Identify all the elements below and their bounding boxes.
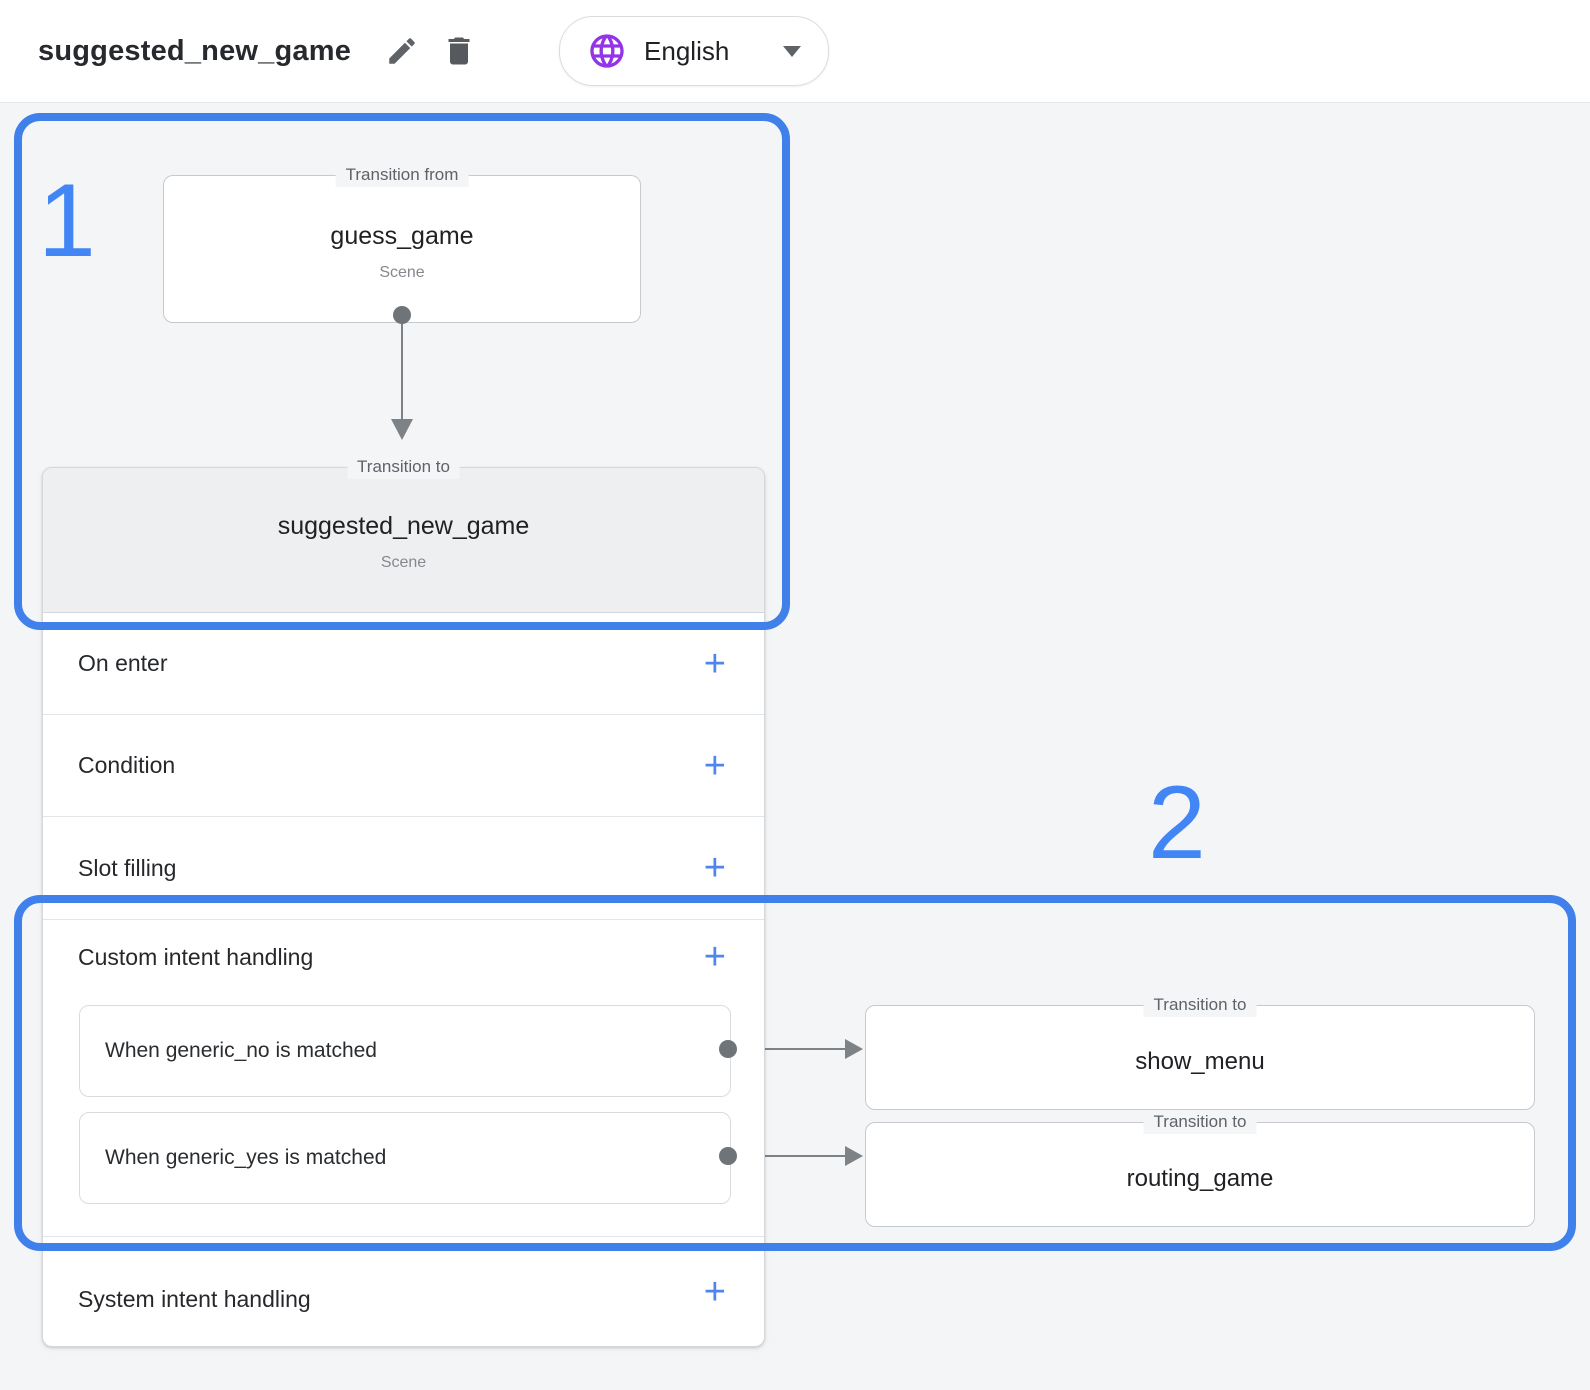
connector-dot <box>719 1147 737 1165</box>
section-label: Custom intent handling <box>78 943 314 970</box>
connector-dot <box>719 1040 737 1058</box>
transition-arrow-line <box>737 1048 845 1050</box>
current-scene-name: suggested_new_game <box>277 512 530 540</box>
pencil-icon <box>389 38 415 64</box>
delete-button[interactable] <box>441 33 477 69</box>
target-scene-name: routing_game <box>1126 1164 1274 1192</box>
current-scene-type: Scene <box>380 554 427 571</box>
target-legend: Transition to <box>1143 993 1257 1017</box>
section-label: Condition <box>78 752 176 778</box>
section-label: Slot filling <box>78 854 177 881</box>
plus-icon: + <box>703 642 726 685</box>
add-slot-filling-button[interactable]: + <box>704 849 726 887</box>
target-scene-name: show_menu <box>1135 1047 1265 1075</box>
annotation-number-2: 2 <box>1148 765 1206 881</box>
arrowhead-down-icon <box>391 419 413 440</box>
from-scene-name: guess_game <box>330 222 474 250</box>
add-system-intent-button[interactable]: + <box>704 1273 726 1311</box>
section-condition: Condition + <box>43 714 764 816</box>
language-label: English <box>644 35 730 66</box>
transition-target-show-menu[interactable]: Transition to show_menu <box>865 993 1535 1110</box>
section-label: On enter <box>78 650 168 676</box>
intent-card-generic-no[interactable]: When generic_no is matched <box>79 1005 731 1097</box>
section-on-enter: On enter + <box>43 613 764 714</box>
scene-card: Transition to suggested_new_game Scene O… <box>42 455 765 1347</box>
plus-icon: + <box>703 744 726 787</box>
page-title: suggested_new_game <box>38 34 352 67</box>
arrowhead-right-icon <box>845 1146 863 1166</box>
plus-icon: + <box>703 936 726 978</box>
connector-dot <box>393 306 411 324</box>
transition-target-routing-game[interactable]: Transition to routing_game <box>865 1110 1535 1227</box>
add-condition-button[interactable]: + <box>704 747 726 785</box>
arrowhead-right-icon <box>845 1039 863 1059</box>
intent-condition: When generic_yes is matched <box>105 1146 387 1169</box>
section-label: System intent handling <box>78 1285 311 1312</box>
section-custom-intent-handling: Custom intent handling + When generic_no… <box>43 919 764 1236</box>
plus-icon: + <box>703 847 726 889</box>
annotation-number-1: 1 <box>38 163 96 279</box>
transition-to-node[interactable]: Transition to suggested_new_game Scene <box>43 455 764 613</box>
add-on-enter-button[interactable]: + <box>704 645 726 683</box>
trash-icon <box>448 37 470 65</box>
language-selector[interactable]: English <box>559 16 830 86</box>
scene-editor-canvas: 1 Transition from guess_game Scene Trans… <box>0 103 1590 1390</box>
transition-from-node[interactable]: Transition from guess_game Scene <box>163 163 641 323</box>
transition-arrow-line <box>737 1155 845 1157</box>
intent-condition: When generic_no is matched <box>105 1039 377 1062</box>
transition-from-legend: Transition from <box>335 163 469 187</box>
caret-down-icon <box>783 45 802 57</box>
intent-card-generic-yes[interactable]: When generic_yes is matched <box>79 1112 731 1204</box>
from-scene-type: Scene <box>379 264 425 281</box>
plus-icon: + <box>703 1271 726 1313</box>
add-custom-intent-button[interactable]: + <box>704 938 726 976</box>
section-system-intent-handling: System intent handling + <box>43 1236 764 1347</box>
custom-intent-header: Custom intent handling + <box>43 920 764 994</box>
section-slot-filling: Slot filling + <box>43 816 764 919</box>
globe-icon <box>590 34 624 68</box>
transition-arrow-line <box>401 315 403 419</box>
edit-button[interactable] <box>385 34 419 68</box>
target-legend: Transition to <box>1143 1110 1257 1134</box>
header-bar: suggested_new_game English <box>0 0 1590 103</box>
transition-to-legend: Transition to <box>347 455 460 479</box>
